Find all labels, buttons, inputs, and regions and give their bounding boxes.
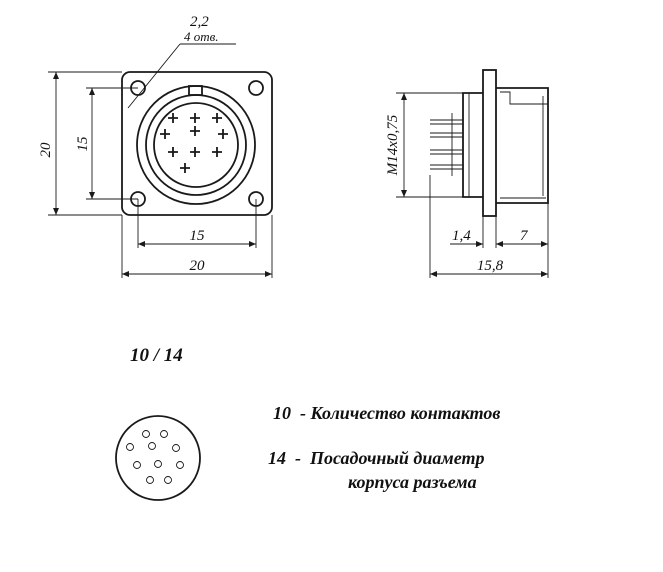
legend-text: Посадочный диаметр xyxy=(310,448,485,468)
side-body xyxy=(496,87,549,204)
height-20-label: 20 xyxy=(38,142,54,158)
layout-contacts xyxy=(126,430,184,484)
code-title: 10 / 14 xyxy=(130,345,183,366)
legend-separator: - xyxy=(300,403,306,423)
side-flange xyxy=(482,69,497,217)
flange-thickness-label: 1,4 xyxy=(452,228,471,244)
legend-number: 10 xyxy=(273,403,291,423)
side-thread xyxy=(462,92,483,198)
width-15-label: 15 xyxy=(190,228,206,244)
legend-number: 14 xyxy=(268,448,286,468)
total-length-label: 15,8 xyxy=(477,258,504,274)
legend-separator: - xyxy=(295,448,301,468)
key-notch xyxy=(188,85,203,96)
front-view: 2,2 4 отв. 20 15 15 20 xyxy=(38,14,273,278)
width-20-label: 20 xyxy=(190,258,206,274)
body-middle-ring xyxy=(145,94,247,196)
legend-contacts: 10 - Количество контактов xyxy=(273,403,500,424)
contact-layout xyxy=(115,415,201,501)
hole-count-label: 4 отв. xyxy=(184,29,219,44)
legend-text: Количество контактов xyxy=(310,403,501,423)
height-15-label: 15 xyxy=(75,136,91,152)
thread-label: M14x0,75 xyxy=(385,114,401,176)
contacts xyxy=(160,113,228,173)
layout-outline xyxy=(115,415,201,501)
contact-pins xyxy=(430,113,463,176)
mounting-hole xyxy=(248,80,264,96)
legend-diameter-line2: корпуса разъема xyxy=(348,472,477,492)
body-length-label: 7 xyxy=(520,228,529,244)
flange-plate xyxy=(121,71,273,216)
side-view: M14x0,75 1,4 7 15,8 xyxy=(385,69,549,278)
body-inner-ring xyxy=(153,102,239,188)
legend-diameter: 14 - Посадочный диаметр xyxy=(268,448,484,469)
hole-diameter-label: 2,2 xyxy=(190,14,209,30)
